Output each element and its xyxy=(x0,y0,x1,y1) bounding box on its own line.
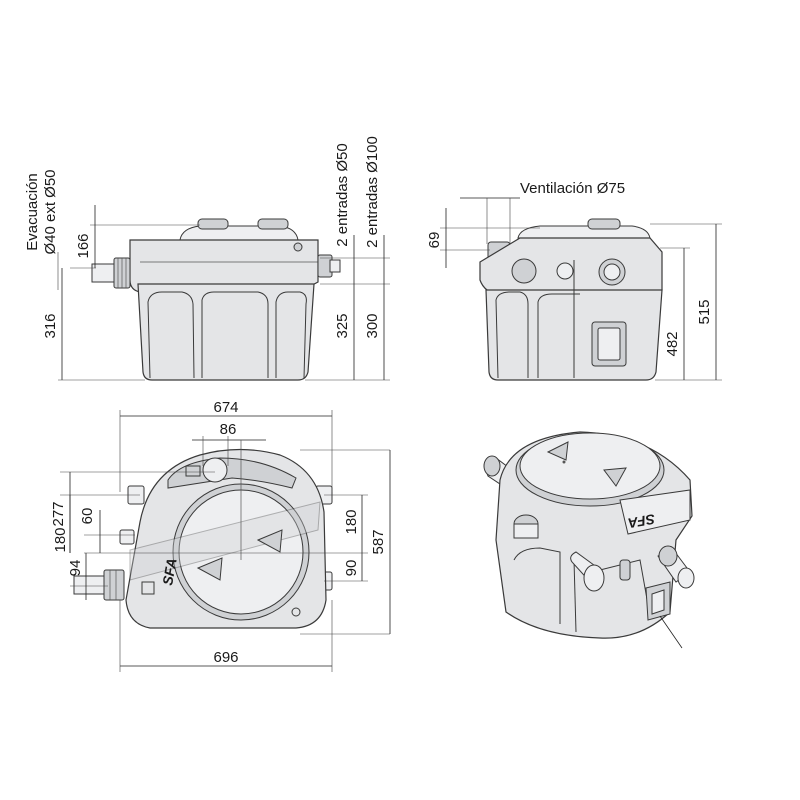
brand-logo-top: SFA xyxy=(159,557,179,587)
dim-94: 94 xyxy=(67,560,84,577)
dim-325: 325 xyxy=(334,313,351,338)
dim-60: 60 xyxy=(79,508,96,525)
top-dimensions: 674 86 277 180 60 94 180 90 587 xyxy=(50,399,391,672)
front-dimensions: 166 316 Evacuación Ø40 ext Ø50 2 entrada… xyxy=(24,136,390,381)
dim-316: 316 xyxy=(42,313,59,338)
side-dimensions: Ventilación Ø75 69 482 515 xyxy=(426,180,722,381)
label-evacuacion-diam: Ø40 ext Ø50 xyxy=(42,169,59,254)
dim-277: 277 xyxy=(50,501,67,526)
dim-300: 300 xyxy=(364,313,381,338)
dim-180-left: 180 xyxy=(52,527,69,552)
top-view: SFA xyxy=(73,448,333,629)
dim-166: 166 xyxy=(75,233,92,258)
dim-86: 86 xyxy=(220,421,237,438)
label-entradas-50: 2 entradas Ø50 xyxy=(334,143,351,246)
isometric-view: SFA xyxy=(483,431,695,649)
dim-90: 90 xyxy=(343,560,360,577)
dim-69: 69 xyxy=(426,232,443,249)
dim-674: 674 xyxy=(213,399,238,416)
brand-logo-iso: SFA xyxy=(627,511,657,531)
label-entradas-100: 2 entradas Ø100 xyxy=(364,136,381,248)
dim-515: 515 xyxy=(696,299,713,324)
dim-587: 587 xyxy=(370,529,387,554)
dim-180-right: 180 xyxy=(343,509,360,534)
dim-696: 696 xyxy=(213,649,238,666)
front-view xyxy=(91,218,341,381)
label-ventilacion: Ventilación Ø75 xyxy=(520,180,625,197)
side-view xyxy=(479,218,663,381)
label-evacuacion: Evacuación xyxy=(24,173,41,251)
dim-482: 482 xyxy=(664,331,681,356)
